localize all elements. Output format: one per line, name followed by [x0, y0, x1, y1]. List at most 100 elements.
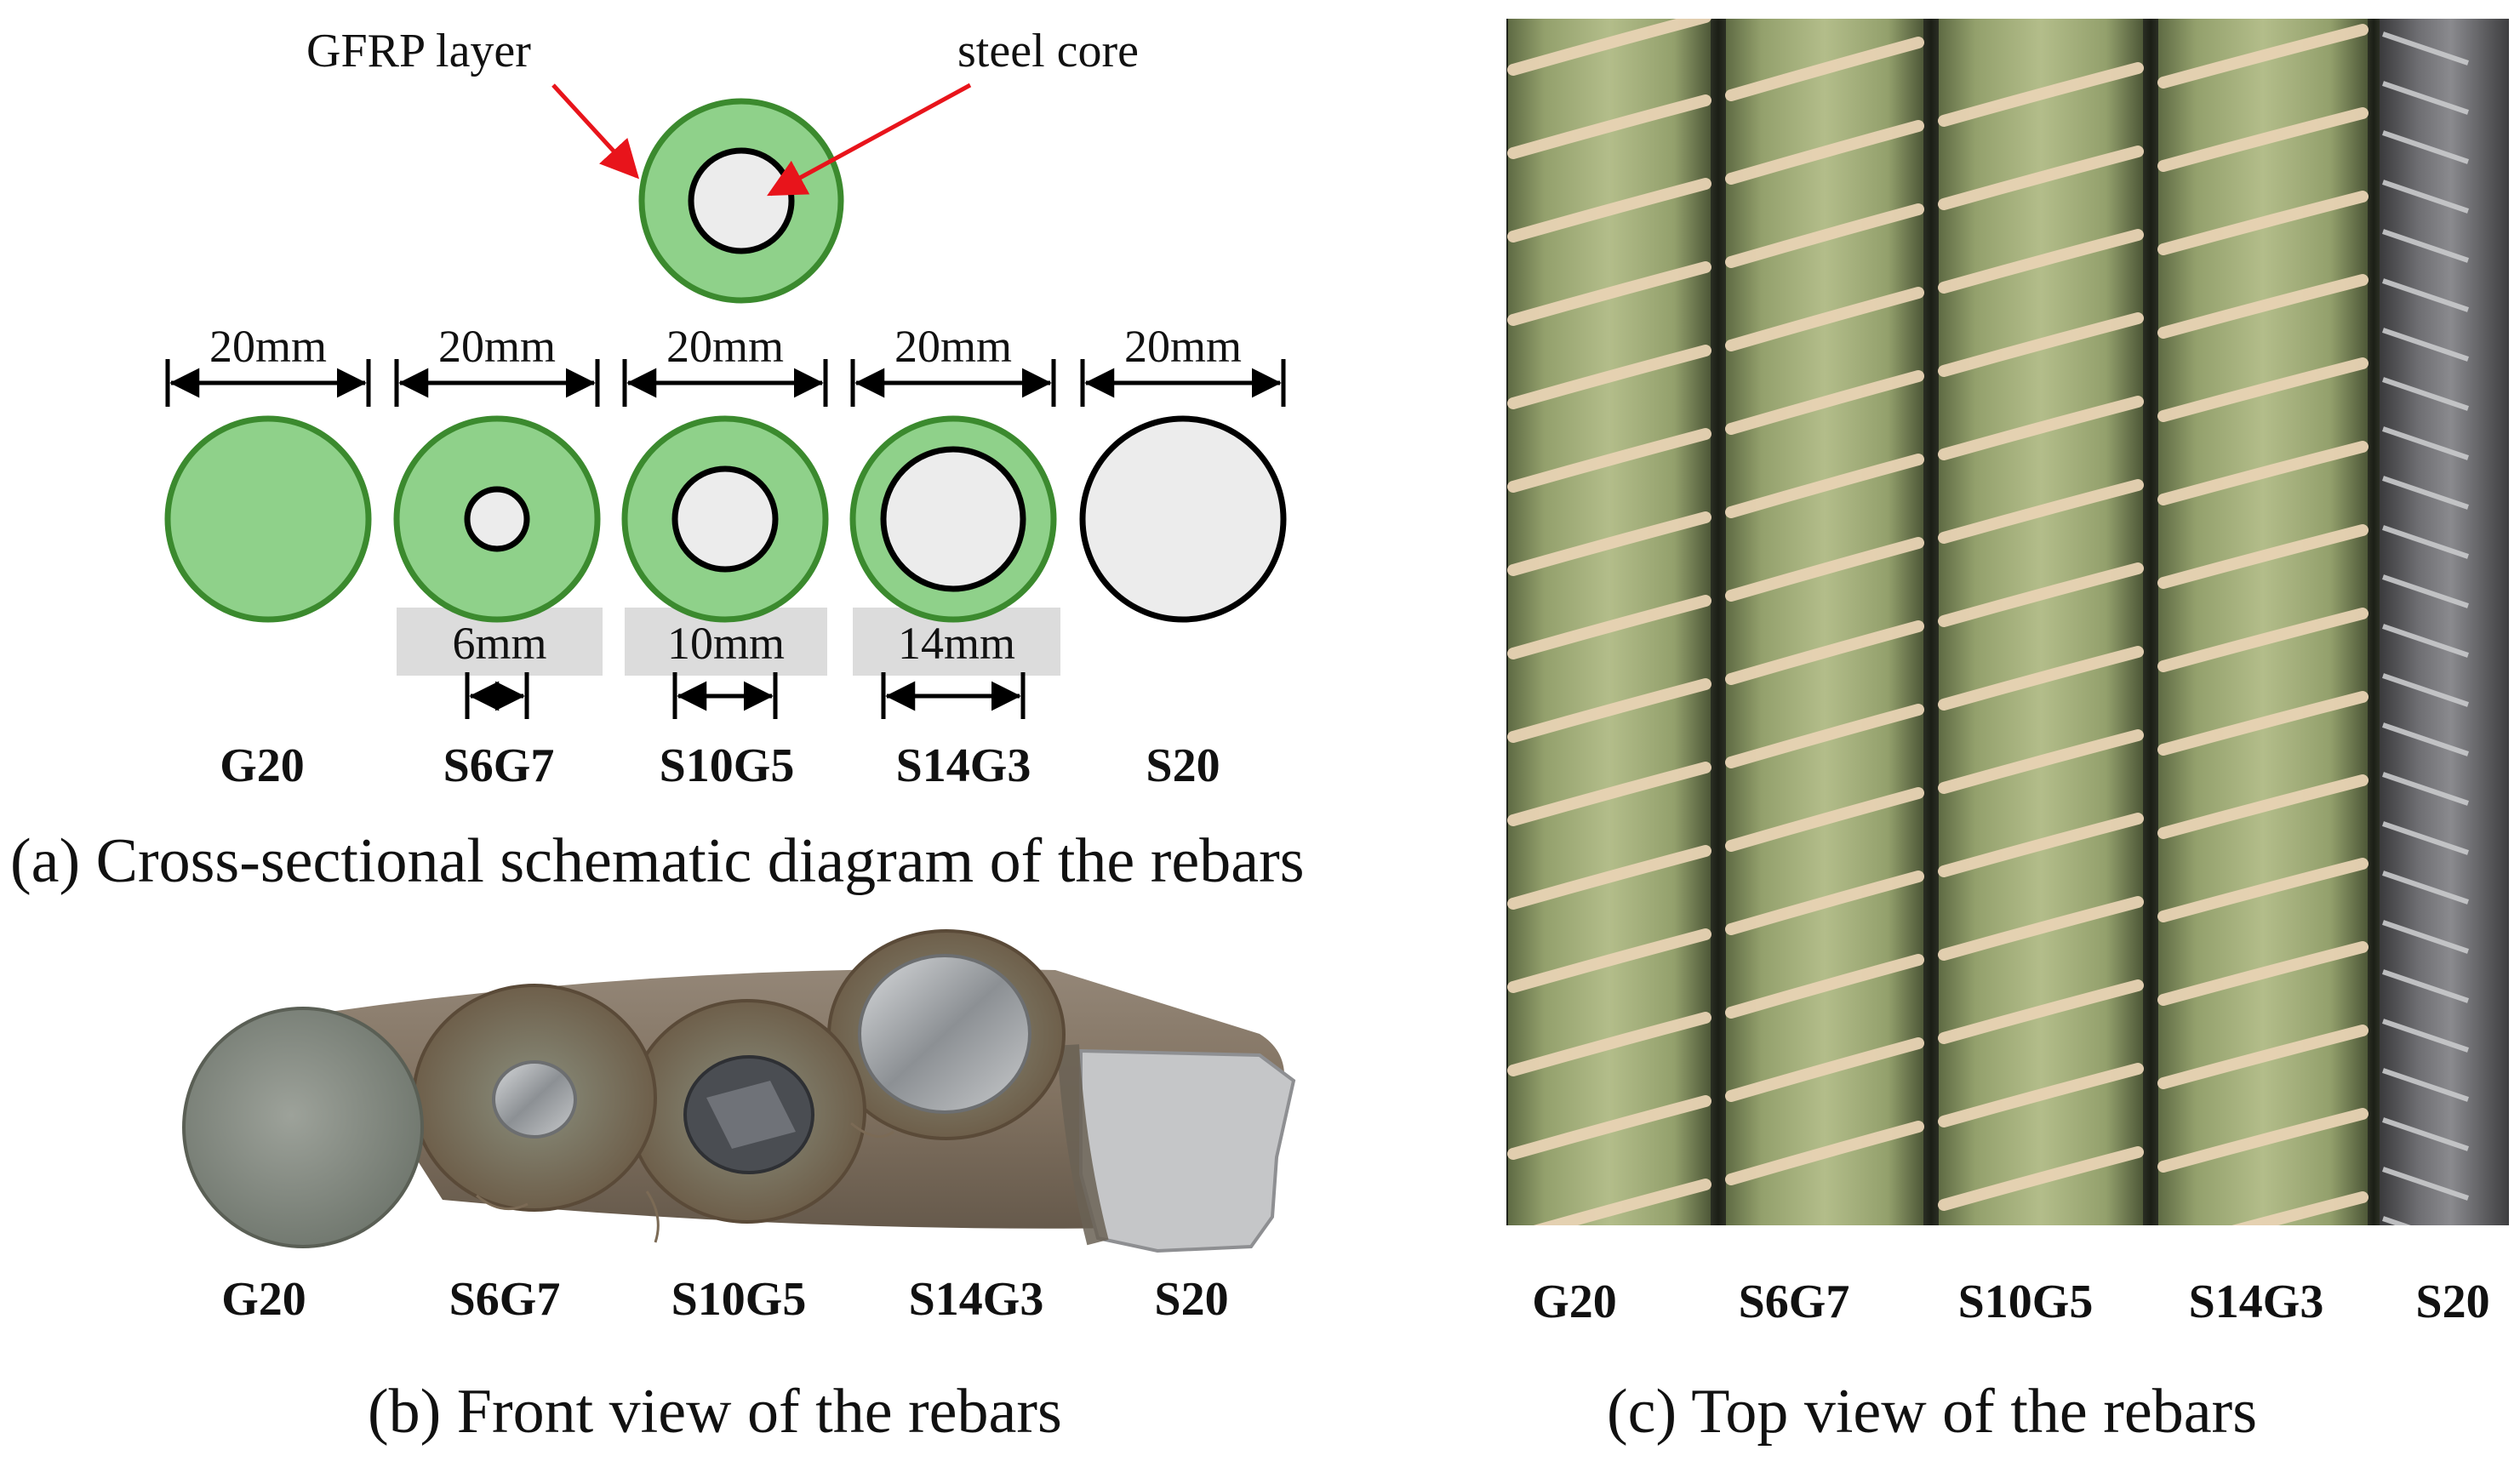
detail-cross-section — [638, 98, 844, 304]
spiral-winding — [1725, 37, 1924, 101]
spiral-winding — [1725, 537, 1924, 602]
spiral-winding — [1938, 646, 2144, 711]
spiral-winding — [1507, 1095, 1711, 1160]
label-c-s14g3: S14G3 — [2189, 1276, 2324, 1328]
label-b-g20: G20 — [221, 1273, 306, 1326]
spiral-winding — [1938, 729, 2144, 794]
top-s20-bar — [2380, 19, 2509, 1225]
spiral-winding — [2157, 691, 2369, 756]
label-a-s14g3: S14G3 — [896, 739, 1031, 792]
front-s20-face — [1079, 1048, 1296, 1253]
spiral-winding — [1725, 620, 1924, 685]
gfrp-layer-label: GFRP layer — [306, 25, 531, 77]
caption-b: (b) Front view of the rebars — [368, 1377, 1062, 1447]
spiral-winding — [1938, 62, 2144, 127]
steel-rib — [2382, 772, 2469, 806]
steel-rib — [2382, 870, 2469, 905]
steel-core-label: steel core — [957, 25, 1139, 77]
spiral-winding — [2157, 1108, 2369, 1173]
dimension-label-s20: 20mm — [1124, 321, 1242, 372]
spiral-winding — [1507, 511, 1711, 576]
label-a-s10g5: S10G5 — [660, 739, 795, 792]
spiral-winding — [1725, 1037, 1924, 1102]
cross-section-s20 — [1079, 415, 1287, 623]
steel-rib — [2382, 130, 2469, 164]
spiral-winding — [1938, 479, 2144, 544]
core-dimension-s14g3: 14mm — [898, 618, 1015, 669]
label-b-s14g3: S14G3 — [909, 1273, 1044, 1326]
cross-section-s14g3 — [849, 415, 1057, 623]
spiral-winding — [2231, 1191, 2369, 1225]
dimension-label-s14g3: 20mm — [894, 321, 1012, 372]
steel-rib — [2382, 278, 2469, 312]
detail-steel-core — [688, 147, 795, 254]
label-c-s20: S20 — [2415, 1276, 2489, 1328]
steel-rib — [2382, 1216, 2411, 1225]
spiral-winding — [1938, 146, 2144, 210]
steel-rib — [2382, 1167, 2469, 1201]
outer-dimension-group — [165, 359, 1286, 407]
steel-rib — [2382, 1068, 2469, 1102]
spiral-winding — [1938, 229, 2144, 294]
spiral-winding — [1938, 813, 2144, 877]
spiral-winding — [1725, 120, 1924, 185]
core-dimension-s6g7: 6mm — [452, 618, 546, 669]
spiral-winding — [1533, 1179, 1711, 1225]
spiral-winding — [2157, 608, 2369, 672]
spiral-winding — [2157, 1025, 2369, 1089]
core-dimension-arrows — [465, 672, 1026, 719]
steel-rib — [2382, 1019, 2469, 1053]
steel-rib — [2382, 229, 2469, 263]
cross-section-s10g5 — [621, 415, 829, 623]
label-b-s20: S20 — [1154, 1273, 1228, 1326]
spiral-winding — [1938, 562, 2144, 627]
caption-a: (a) Cross-sectional schematic diagram of… — [10, 826, 1305, 896]
dimension-label-g20: 20mm — [209, 321, 327, 372]
cross-section-s6g7 — [393, 415, 601, 623]
steel-rib — [2382, 722, 2469, 756]
spiral-winding — [1725, 203, 1924, 268]
caption-c: (c) Top view of the rebars — [1607, 1377, 2257, 1447]
spiral-winding — [2157, 107, 2369, 172]
steel-rib — [2382, 624, 2469, 658]
steel-rib — [2382, 574, 2469, 608]
steel-rib — [2382, 180, 2469, 214]
steel-rib — [2382, 426, 2469, 460]
steel-rib — [2382, 31, 2469, 66]
spiral-winding — [1938, 896, 2144, 961]
label-b-s6g7: S6G7 — [449, 1273, 561, 1326]
steel-rib — [2382, 969, 2469, 1003]
spiral-winding — [1507, 595, 1711, 659]
spiral-winding — [1507, 19, 1711, 76]
spiral-winding — [1725, 870, 1924, 935]
spiral-winding — [1725, 1121, 1924, 1185]
spiral-winding — [1938, 312, 2144, 377]
steel-rib — [2382, 673, 2469, 707]
spiral-winding — [1507, 345, 1711, 409]
spiral-winding — [1507, 178, 1711, 243]
steel-rib — [2382, 920, 2469, 954]
label-c-s10g5: S10G5 — [1958, 1276, 2094, 1328]
steel-rib — [2382, 476, 2469, 510]
steel-rib — [2382, 328, 2469, 362]
steel-rib — [2382, 821, 2469, 855]
spiral-winding — [2157, 24, 2369, 88]
spiral-winding — [2157, 858, 2369, 922]
spiral-winding — [1725, 370, 1924, 435]
spiral-winding — [1938, 979, 2144, 1044]
spiral-winding — [1725, 954, 1924, 1019]
spiral-winding — [1507, 762, 1711, 826]
spiral-winding — [2157, 774, 2369, 839]
spiral-winding — [1725, 287, 1924, 351]
panel-c-top-view: G20 S6G7 S10G5 S14G3 S20 (c) Top view of… — [1506, 19, 2509, 1447]
spiral-winding — [1507, 928, 1711, 993]
label-c-g20: G20 — [1532, 1276, 1617, 1328]
spiral-winding — [1507, 94, 1711, 159]
dimension-label-s10g5: 20mm — [666, 321, 784, 372]
spiral-winding — [1938, 1063, 2144, 1127]
spiral-winding — [1507, 261, 1711, 326]
steel-core-arrow — [767, 83, 972, 197]
steel-rib — [2382, 1117, 2469, 1151]
steel-rib — [2382, 377, 2469, 411]
